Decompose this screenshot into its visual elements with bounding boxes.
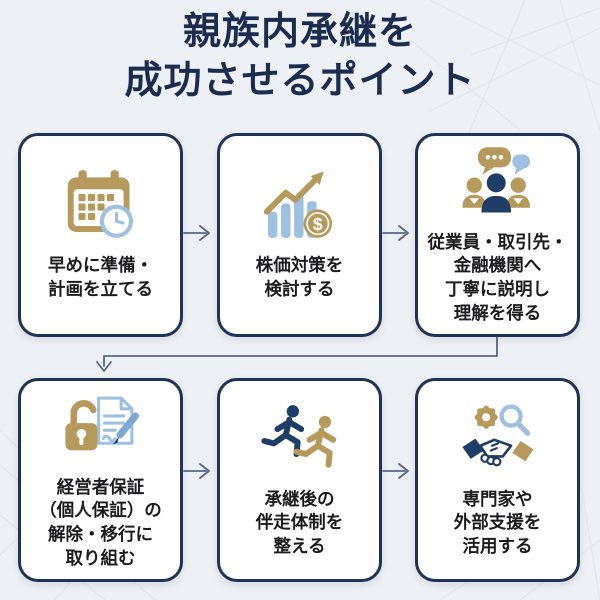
arrow-card3-card4 xyxy=(96,336,498,372)
arrow-card4-card5 xyxy=(183,463,210,479)
runners-icon xyxy=(260,402,339,480)
dollar-sign: $ xyxy=(312,215,322,235)
arrow-card2-card3 xyxy=(382,225,409,241)
card-stakeholder-explanation: 従業員・取引先・ 金融機関へ 丁寧に説明し 理解を得る xyxy=(415,133,580,337)
expert-support-icon xyxy=(458,402,538,480)
card-personal-guarantee: 経営者保証 （個人保証）の 解除・移行に 取り組む xyxy=(18,378,183,582)
card-label: 専門家や 外部支援を 活用する xyxy=(453,488,542,556)
stock-chart-icon: $ xyxy=(261,168,339,246)
card-label: 株価対策を 検討する xyxy=(255,255,344,299)
card-post-succession-support: 承継後の 伴走体制を 整える xyxy=(217,378,382,582)
card-label: 承継後の 伴走体制を 整える xyxy=(255,488,344,556)
lock-document-icon xyxy=(61,390,141,468)
card-stock-price-measures: $ 株価対策を 検討する xyxy=(217,133,382,337)
card-early-preparation: 早めに準備・ 計画を立てる xyxy=(18,133,183,337)
card-label: 経営者保証 （個人保証）の 解除・移行に 取り組む xyxy=(39,476,162,568)
page-title: 親族内承継を 成功させるポイント xyxy=(124,11,476,103)
arrow-card1-card2 xyxy=(183,225,210,241)
card-label: 早めに準備・ 計画を立てる xyxy=(48,255,153,299)
people-discussion-icon xyxy=(458,145,538,223)
card-external-experts: 専門家や 外部支援を 活用する xyxy=(415,378,580,582)
calendar-clock-icon xyxy=(62,168,140,246)
card-label: 従業員・取引先・ 金融機関へ 丁寧に説明し 理解を得る xyxy=(427,231,568,323)
arrow-card5-card6 xyxy=(382,463,409,479)
